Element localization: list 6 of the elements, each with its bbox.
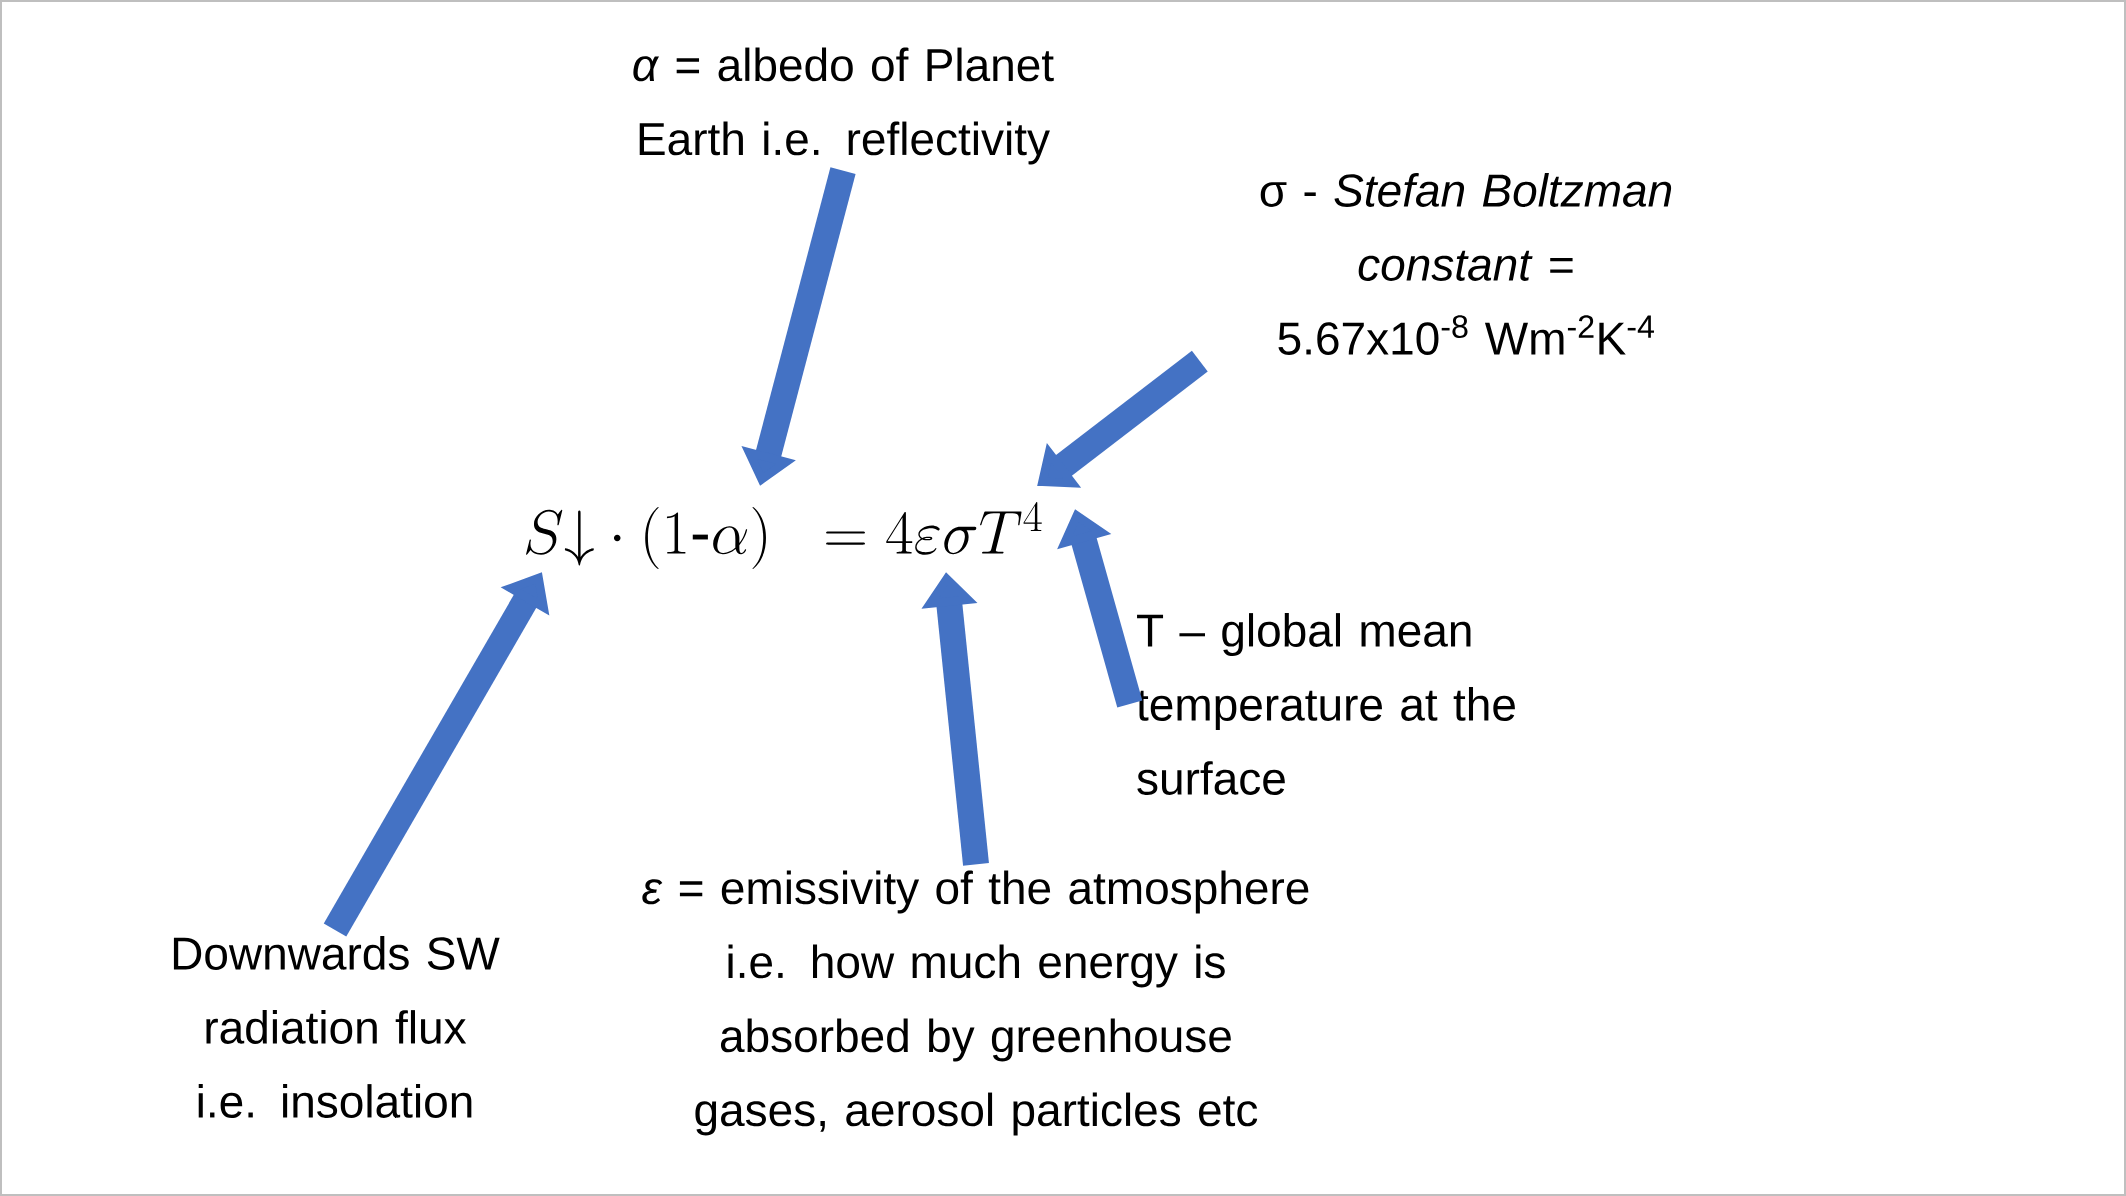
equation: $S{\downarrow} \cdot (1\text{-}\alpha)\;\; = 4\varepsilon\sigma T^{4}$ bbox=[526, 502, 1042, 569]
annotation-text: Downwards SW radiation flux i.e. insolation bbox=[173, 936, 500, 1118]
annotation-text: T – global mean temperature at the surface bbox=[1136, 613, 1515, 795]
annotation-text: σ - Stefan Boltzman constant = 5.67x10$^{-8}$ Wm$^{-2}$K$^{-4}$ bbox=[1260, 173, 1672, 355]
annotation-text: α = albedo of Planet Earth i.e. reflectivity bbox=[633, 47, 1054, 165]
annotation-text: ε = emissivity of the atmosphere i.e. how much energy is absorbed by greenhouse gases, aerosol particles etc bbox=[642, 870, 1309, 1136]
